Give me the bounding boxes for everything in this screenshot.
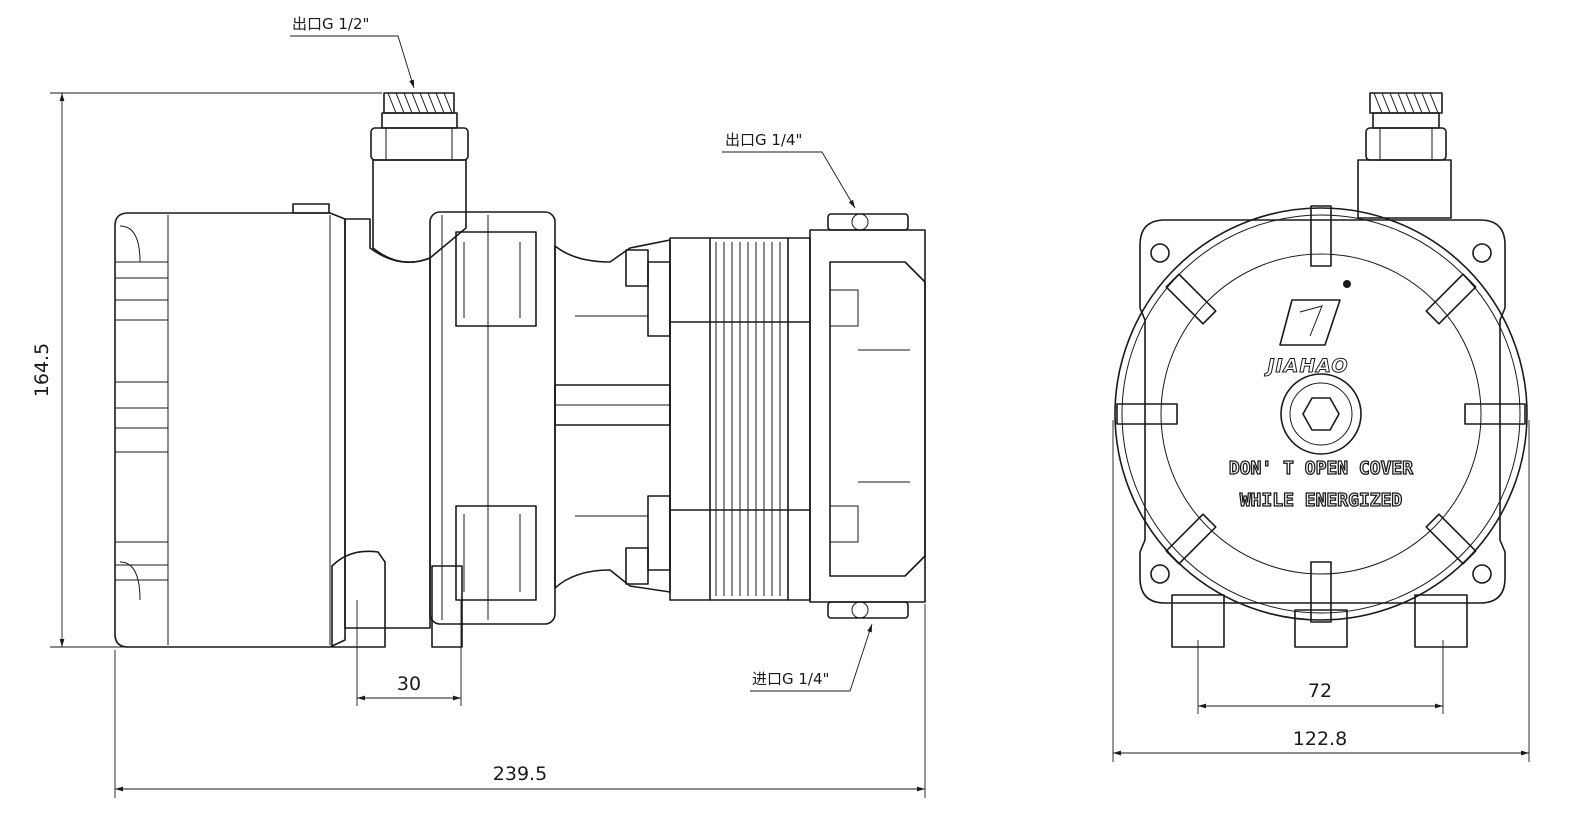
mount-spacing-side-dimension: 30 bbox=[397, 673, 421, 695]
motor-housing bbox=[114, 203, 346, 648]
mount-spacing-end-dimension: 72 bbox=[1308, 680, 1332, 702]
warning-line-2: WHILE ENERGIZED bbox=[1240, 490, 1403, 511]
coupling bbox=[554, 239, 671, 593]
overall-length-dimension: 239.5 bbox=[493, 763, 547, 785]
outlet-top-callout: 出口G 1/2" bbox=[292, 15, 369, 33]
end-cover: JIAHAO DON' T OPEN COVER WHILE ENERGIZED bbox=[1114, 205, 1528, 623]
mounting-flange bbox=[331, 211, 556, 648]
outlet-side-callout: 出口G 1/4" bbox=[725, 131, 802, 149]
pump-head bbox=[809, 213, 926, 619]
side-view bbox=[114, 92, 926, 648]
overall-width-dimension: 122.8 bbox=[1293, 728, 1347, 750]
end-outlet-fitting bbox=[1357, 92, 1452, 219]
callouts: 出口G 1/2" 出口G 1/4" 进口G 1/4" bbox=[290, 15, 873, 692]
end-view: JIAHAO DON' T OPEN COVER WHILE ENERGIZED bbox=[1114, 92, 1528, 648]
brand-name: JIAHAO bbox=[1263, 355, 1348, 377]
pump-gear-ring bbox=[669, 237, 811, 601]
inlet-side-callout: 进口G 1/4" bbox=[752, 670, 829, 688]
warning-line-1: DON' T OPEN COVER bbox=[1229, 458, 1413, 479]
end-flange bbox=[1139, 219, 1506, 648]
side-dimensions: 164.5 30 239.5 bbox=[31, 92, 926, 798]
brand-logo bbox=[1279, 280, 1351, 346]
end-dimensions: 72 122.8 bbox=[1112, 420, 1530, 762]
height-dimension: 164.5 bbox=[31, 343, 53, 397]
outlet-fitting bbox=[370, 92, 469, 264]
